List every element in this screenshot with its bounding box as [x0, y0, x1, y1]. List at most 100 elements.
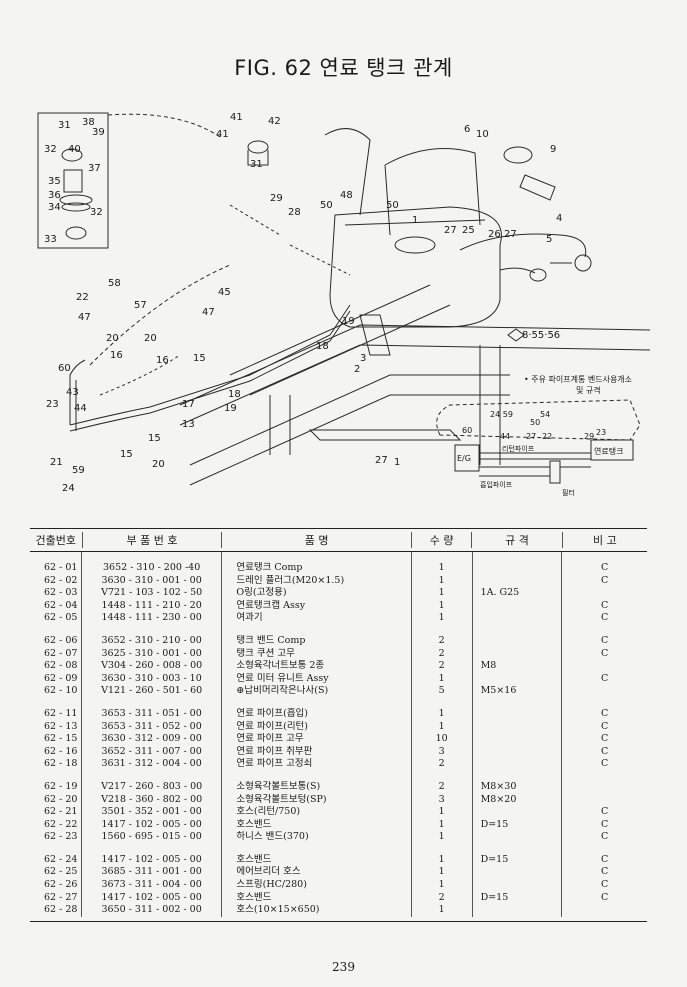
specification-cell [473, 574, 563, 588]
callout: 32 [90, 207, 103, 218]
header-spec: 규 격 [472, 532, 563, 548]
specification-cell [473, 758, 563, 771]
header-no: 건출번호 [30, 532, 83, 548]
callout: 5 [546, 234, 552, 245]
callout: 4 [556, 213, 562, 224]
part-number-cell: 1448 - 111 - 210 - 20 [82, 599, 223, 613]
part-ref-no-cell: 62 - 19 [30, 780, 82, 794]
piping-note: • 주유 파이프계통 벤드사용개소 및 규격 [524, 374, 632, 396]
callout-labels: 31 38 39 32 40 37 35 36 34 32 33 41 42 4… [44, 112, 606, 494]
remark-cell [562, 685, 647, 698]
callout: 2 [354, 364, 360, 375]
remark-cell: C [601, 831, 609, 843]
part-number-cell: V121 - 260 - 501 - 60 [82, 685, 223, 698]
callout: 18 [316, 341, 329, 352]
part-number-cell: 1560 - 695 - 015 - 00 [82, 831, 223, 844]
quantity-cell: 2 [412, 780, 473, 794]
part-number-cell: 3631 - 312 - 004 - 00 [82, 758, 223, 771]
specification-cell: D=15 [473, 818, 563, 832]
quantity-cell: 1 [412, 831, 473, 844]
callout: 40 [68, 144, 81, 155]
part-number-cell: 3673 - 311 - 004 - 00 [82, 879, 223, 892]
specification-cell [473, 672, 563, 686]
remark-cell: C [601, 720, 609, 732]
part-number-cell: 3625 - 310 - 001 - 00 [82, 647, 223, 661]
callout: 1 [412, 215, 418, 226]
part-number-cell: 1448 - 111 - 230 - 00 [82, 612, 223, 625]
part-ref-no-cell: 62 - 28 [30, 904, 82, 917]
part-name-cell: 드레인 플러그(M20×1.5) [222, 574, 412, 588]
callout: 38 [82, 117, 95, 128]
specification-cell: M8×30 [473, 780, 563, 794]
callout: 15 [148, 433, 161, 444]
quantity-cell: 3 [412, 745, 473, 759]
remark-cell [562, 794, 647, 807]
specification-cell [473, 562, 563, 575]
specification-cell: M8 [473, 660, 563, 673]
group-spacer [30, 770, 647, 781]
callout: 1 [394, 457, 400, 468]
callout: 20 [144, 333, 157, 344]
part-name-cell: 연료 파이프 고정쇠 [222, 758, 412, 771]
group-spacer [30, 624, 647, 635]
callout: 27 [504, 229, 517, 240]
schematic-suction-label: 흡입파이프 [480, 480, 513, 489]
part-ref-no-cell: 62 - 02 [30, 574, 82, 588]
callout: 27 [526, 432, 536, 441]
callout: 3 [360, 353, 366, 364]
page-number: 239 [332, 960, 355, 974]
part-number-cell: 3652 - 311 - 007 - 00 [82, 745, 223, 759]
header-part-no: 부 품 번 호 [83, 532, 223, 548]
part-name-cell: 여과기 [222, 612, 412, 625]
remark-cell: C [601, 562, 609, 573]
quantity-cell: 5 [412, 685, 473, 698]
callout: 60 [462, 426, 472, 435]
group-spacer [30, 843, 647, 854]
callout: 50 [320, 200, 333, 211]
part-name-cell: ⊕납비머리작은나사(S) [222, 685, 412, 698]
part-number-cell: V721 - 103 - 102 - 50 [82, 587, 223, 600]
remark-cell: C [601, 853, 609, 865]
group-spacer [30, 697, 647, 708]
part-ref-no-cell: 62 - 06 [30, 634, 82, 648]
part-ref-no-cell: 62 - 21 [30, 806, 82, 819]
callout: 34 [48, 202, 61, 213]
callout: 47 [202, 307, 215, 318]
callout: 54 [540, 410, 550, 419]
part-name-cell: 하니스 밴드(370) [222, 831, 412, 844]
callout: 22 [542, 432, 552, 441]
part-ref-no-cell: 62 - 22 [30, 818, 82, 832]
callout: 31 [58, 120, 71, 131]
table-header: 건출번호 부 품 번 호 품 명 수 량 규 격 비 고 [30, 528, 647, 552]
callout: 41 [216, 129, 229, 140]
callout: 44 [500, 432, 510, 441]
callout: 22 [76, 292, 89, 303]
callout: 29 [270, 193, 283, 204]
quantity-cell: 2 [412, 660, 473, 673]
part-name-cell: 호스밴드 [222, 891, 412, 905]
remark-cell [562, 587, 647, 600]
callout: 16 [156, 355, 169, 366]
specification-cell [473, 879, 563, 892]
part-ref-no-cell: 62 - 18 [30, 758, 82, 771]
piping-note-line2: 및 규격 [576, 386, 601, 395]
callout: 36 [48, 190, 61, 201]
quantity-cell: 1 [412, 806, 473, 819]
specification-cell [473, 866, 563, 880]
remark-cell: C [601, 599, 609, 611]
callout: 32 [44, 144, 57, 155]
callout: 10 [476, 129, 489, 140]
